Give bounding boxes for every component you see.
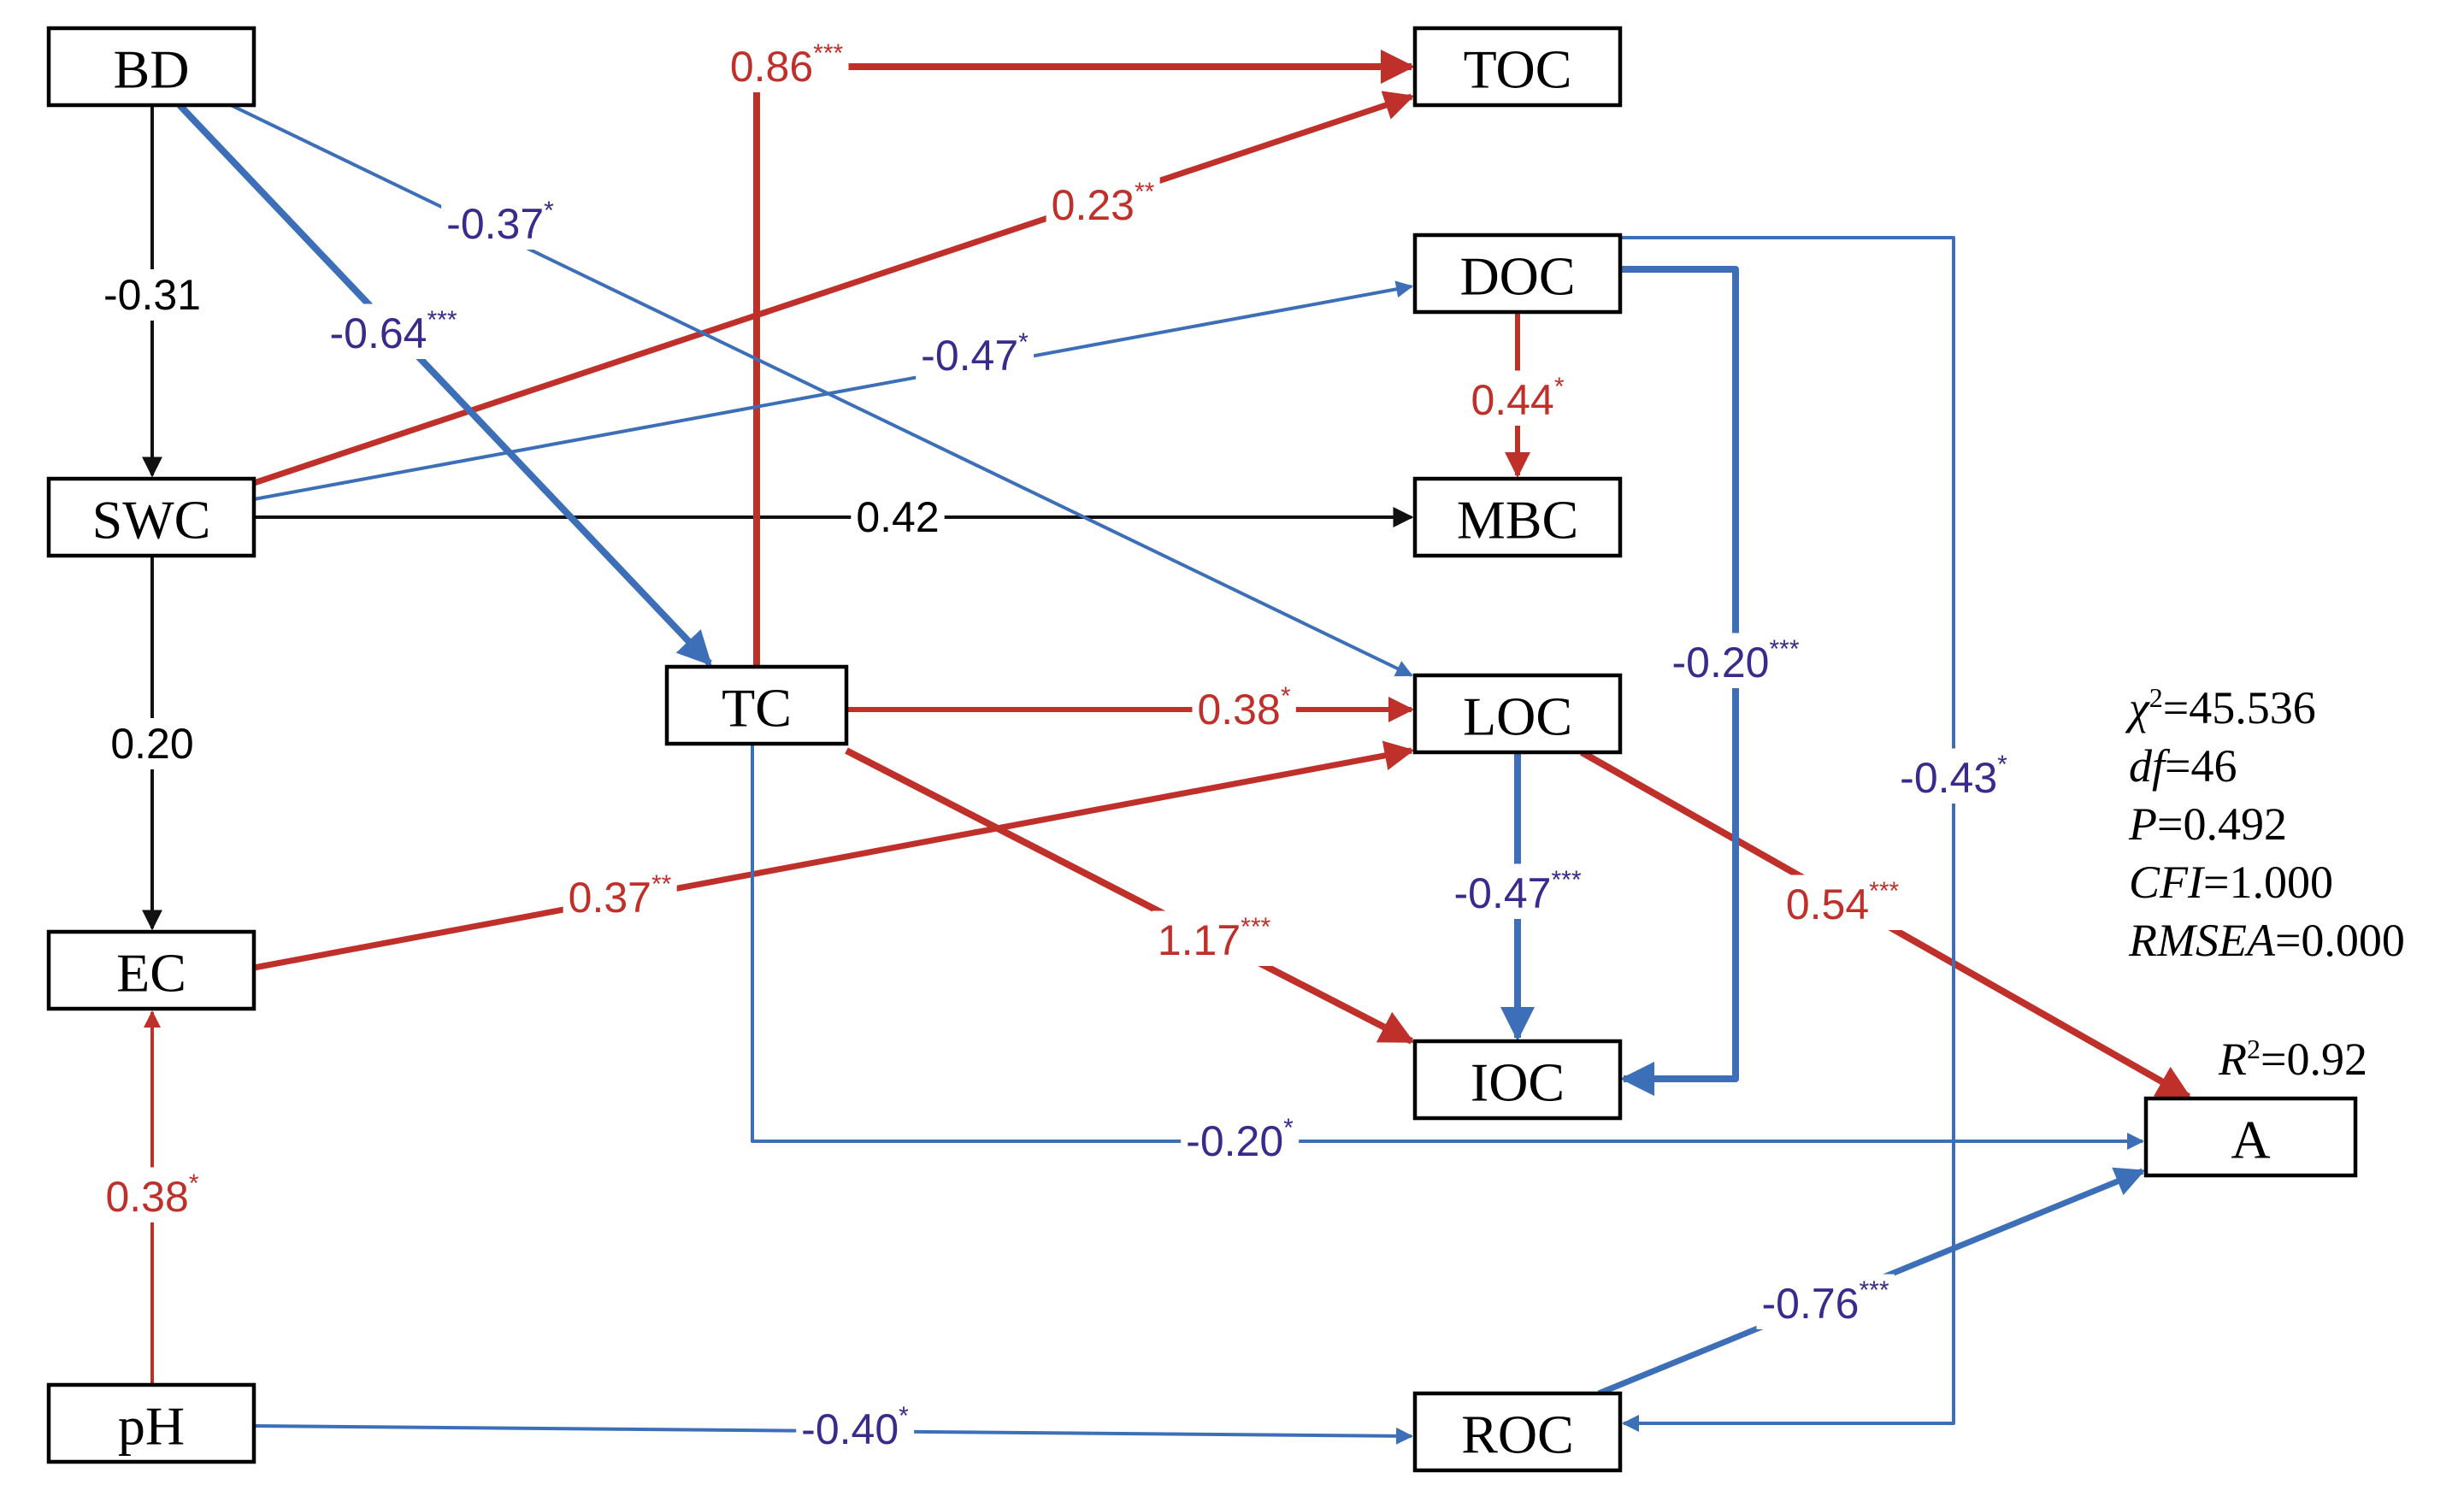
model-fit-statistics: χ2=45.536 df=46 P=0.492 CFI=1.000 RMSEA=…: [2129, 668, 2405, 969]
coef-background: [1756, 1274, 1895, 1329]
coef-bd-to-swc: -0.31: [103, 271, 201, 319]
coef-loc-to-a: 0.54***: [1786, 877, 1900, 929]
node-ec: EC: [46, 929, 256, 1011]
coef-background: [1181, 1111, 1300, 1167]
node-doc: DOC: [1412, 233, 1623, 315]
coef-tc-to-a: -0.20*: [1186, 1114, 1294, 1166]
coef-background: [916, 326, 1035, 381]
node-box: [1412, 26, 1623, 108]
path-doc-to-roc-arrow: [1620, 236, 1955, 1432]
coef-tc-to-ioc: 1.17***: [1158, 913, 1271, 965]
node-box: [1412, 1391, 1623, 1473]
node-box: [1412, 673, 1623, 755]
node-label: BD: [114, 39, 190, 100]
node-mbc: MBC: [1412, 476, 1623, 558]
path-tc-to-ioc-arrow: [845, 747, 1415, 1045]
node-a: A: [2143, 1096, 2358, 1178]
coef-swc-to-doc: -0.47*: [921, 328, 1029, 380]
coef-swc-to-toc: 0.23**: [1052, 178, 1155, 230]
coef-ph-to-roc: -0.40*: [801, 1402, 909, 1454]
path-tc-to-toc-arrow: [753, 50, 1415, 667]
coef-ph-to-ec: 0.38*: [105, 1169, 198, 1222]
node-box: [2143, 1096, 2358, 1178]
node-label: DOC: [1459, 246, 1575, 307]
coef-loc-to-ioc: -0.47***: [1454, 866, 1582, 918]
node-swc: SWC: [46, 476, 256, 558]
coef-background: [100, 1167, 204, 1222]
coef-bd-to-loc: -0.37*: [446, 197, 554, 249]
path-swc-to-doc-arrow: [253, 280, 1413, 501]
path-ec-to-loc-arrow: [253, 740, 1415, 971]
coef-background: [1895, 748, 2013, 804]
coef-background: [563, 868, 677, 923]
coef-background: [1780, 875, 1905, 930]
coef-background: [1448, 863, 1587, 919]
chi-square-stat: χ2=45.536: [2129, 682, 2316, 733]
coef-ec-to-loc: 0.37**: [569, 870, 672, 922]
coef-background: [1152, 910, 1276, 966]
r-squared-label: R2=0.92: [2219, 1034, 2367, 1085]
node-box: [1412, 476, 1623, 558]
coef-tc-to-toc: 0.86***: [730, 39, 844, 91]
node-label: pH: [118, 1396, 185, 1457]
coef-roc-to-a: -0.76***: [1762, 1276, 1889, 1328]
node-label: EC: [116, 943, 186, 1004]
node-toc: TOC: [1412, 26, 1623, 108]
node-ioc: IOC: [1412, 1039, 1623, 1121]
coef-bd-to-tc: -0.64***: [330, 306, 457, 358]
path-bd-to-loc-arrow: [230, 103, 1413, 677]
node-label: A: [2231, 1110, 2270, 1170]
node-box: [1412, 1039, 1623, 1121]
path-bd-to-tc-arrow: [177, 103, 712, 666]
coef-swc-to-ec: 0.20: [110, 720, 193, 768]
node-label: LOC: [1463, 686, 1572, 747]
coef-background: [1192, 680, 1296, 735]
node-label: SWC: [92, 490, 211, 551]
node-box: [1412, 233, 1623, 315]
coef-background: [1666, 633, 1805, 688]
p-stat: P=0.492: [2129, 798, 2287, 850]
node-label: MBC: [1457, 490, 1578, 551]
coef-background: [98, 269, 206, 321]
coef-doc-to-ioc: -0.20***: [1672, 635, 1800, 687]
node-tc: TC: [664, 664, 849, 746]
rmsea-stat: RMSEA=0.000: [2129, 915, 2405, 966]
path-swc-to-toc-arrow: [252, 91, 1415, 486]
coef-tc-to-loc: 0.38*: [1197, 682, 1290, 734]
cfi-stat: CFI=1.000: [2129, 857, 2333, 908]
node-box: [46, 1382, 256, 1464]
coef-background: [1465, 370, 1570, 426]
coef-doc-to-mbc: 0.44*: [1471, 373, 1564, 425]
coefficient-labels: -0.31 0.20 0.42 0.38* 0.86*** 0.23** 0.44* 0.38…: [98, 37, 2013, 1455]
coef-background: [1046, 175, 1160, 231]
node-bd: BD: [46, 26, 256, 108]
df-stat: df=46: [2129, 740, 2237, 792]
node-label: IOC: [1471, 1052, 1565, 1113]
node-box: [46, 476, 256, 558]
node-roc: ROC: [1412, 1391, 1623, 1473]
node-box: [664, 664, 849, 746]
variable-nodes: BD SWC EC pH TC TOC DOC MBC LOC IOC ROC A: [46, 26, 2358, 1473]
coef-background: [796, 1399, 915, 1455]
coef-swc-to-mbc: 0.42: [856, 493, 939, 541]
node-ph: pH: [46, 1382, 256, 1464]
node-label: TOC: [1464, 39, 1572, 100]
coef-background: [441, 194, 560, 250]
coef-background: [105, 718, 199, 769]
coef-background: [324, 303, 463, 359]
coef-background: [724, 37, 849, 92]
path-arrows: [142, 50, 2192, 1445]
node-box: [46, 929, 256, 1011]
node-label: ROC: [1461, 1405, 1574, 1465]
node-label: TC: [722, 678, 792, 739]
node-loc: LOC: [1412, 673, 1623, 755]
coef-background: [851, 492, 945, 543]
path-tc-to-a-arrow: [751, 744, 2144, 1150]
coef-doc-to-roc: -0.43*: [1900, 751, 2007, 803]
node-box: [46, 26, 256, 108]
